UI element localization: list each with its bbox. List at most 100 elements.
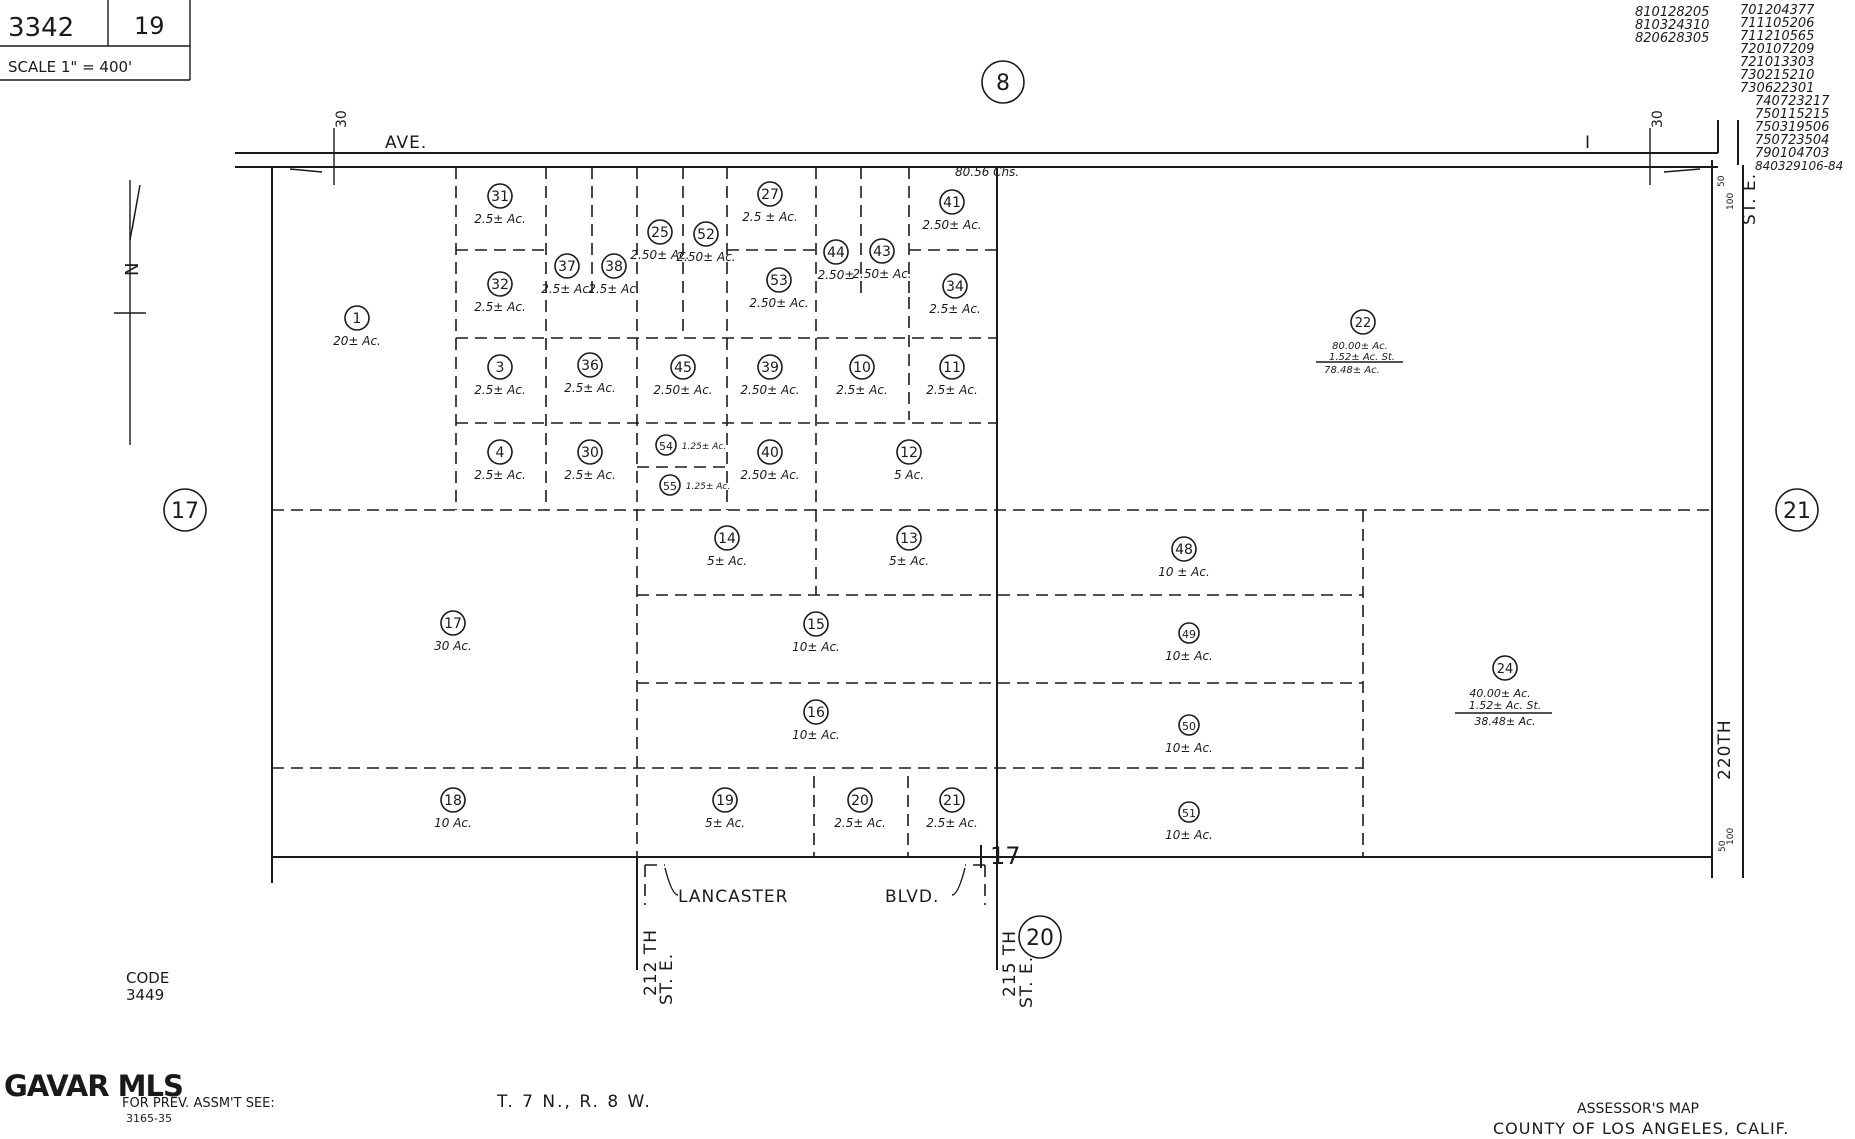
map-header: 3342 19 SCALE 1" = 400' [0,0,191,81]
parcel-53: 532.50± Ac. [749,267,809,310]
parcel-number: 36 [581,358,599,374]
parcel-number: 37 [558,259,576,275]
parcel-number: 44 [827,245,845,261]
parcel-circle [823,239,849,265]
parcel-number: 53 [770,273,788,289]
parcel-circle [647,219,673,245]
parcel-number: 18 [444,793,462,809]
parcel-1: 120± Ac. [333,305,381,348]
street-east-top: ST. E. [1740,173,1760,225]
parcel-19: 195± Ac. [705,787,745,830]
doc-number: 750319506 [1755,120,1829,135]
parcel-number: 48 [1175,542,1193,558]
code-value: 3449 [126,986,164,1004]
parcel-39: 392.50± Ac. [740,354,800,397]
street-labels: AVE. I LANCASTER BLVD. ST. E. 220TH 212 … [385,133,1760,1008]
parcel-32: 322.5± Ac. [474,271,526,314]
parcel-circle [766,267,792,293]
map-book-number: 3342 [8,13,74,43]
doc-number: 740723217 [1755,94,1830,109]
parcel-area: 2.50± Ac. [852,267,911,281]
parcel-area: 80.00± Ac. [1332,341,1388,352]
parcel-circle [849,354,875,380]
parcel-number: 13 [900,531,918,547]
parcel-18: 18 10 Ac. [434,787,472,830]
row-dimension-markers: 30 30 [289,110,1701,185]
parcel-circle [1178,801,1200,823]
parcel-circle [440,610,466,636]
parcel-circle [757,181,783,207]
parcel-area: 10± Ac. [792,640,840,654]
parcel-circle [659,474,681,496]
svg-text:50: 50 [1717,175,1727,187]
parcel-area: 5± Ac. [707,554,747,568]
parcel-14: 145± Ac. [707,525,747,568]
parcel-24: 24 40.00± Ac. 1.52± Ac. St. 38.48± Ac. [1455,655,1552,728]
prev-assessment-ref: 3165-35 [126,1112,172,1125]
parcel-area: 10 Ac. [434,816,472,830]
parcel-area: 2.5± Ac. [926,383,978,397]
parcel-circle [942,273,968,299]
adjacent-page-markers: 8 17 21 20 [163,60,1819,959]
parcel-area: 2.5± Ac. [474,468,526,482]
prev-assessment-label: FOR PREV. ASSM'T SEE: [122,1096,275,1111]
parcel-number: 24 [1497,662,1514,677]
parcel-circle [1178,622,1200,644]
map-scale: SCALE 1" = 400' [8,58,132,76]
parcel-number: 19 [716,793,734,809]
parcel-area: 5 Ac. [894,468,924,482]
parcel-16: 16 10± Ac. [792,699,840,742]
parcel-number: 12 [900,445,918,461]
chains-note: 80.56 Chs. [955,165,1019,179]
parcel-number: 38 [605,259,623,275]
parcel-circle [577,352,603,378]
parcel-number: 4 [496,445,505,461]
parcel-area: 2.50± Ac. [740,468,799,482]
parcel-area: 2.50± Ac. [653,383,712,397]
adjacent-page-east: 21 [1783,499,1811,524]
parcel-number: 16 [807,705,825,721]
doc-number: 730215210 [1740,68,1814,83]
parcel-number: 49 [1182,628,1196,641]
parcel-43: 432.50± Ac. [852,238,912,281]
parcel-34: 342.5± Ac. [929,273,981,316]
parcel-number: 39 [761,360,779,376]
parcel-circle [487,354,513,380]
street-215th: 215 TH [1000,930,1020,997]
parcel-circle [939,787,965,813]
parcel-area: 40.00± Ac. [1469,687,1530,700]
parcel-13: 135± Ac. [889,525,929,568]
parcel-area: 2.5± Ac. [474,212,526,226]
parcel-area: 2.5± Ac. [929,302,981,316]
parcel-circle [440,787,466,813]
parcel-area: 2.5± Ac. [588,282,640,296]
parcel-12: 12 5 Ac. [894,439,924,482]
parcel-number: 31 [491,189,509,205]
parcel-area: 20± Ac. [333,334,381,348]
parcel-31: 31 2.5± Ac. [474,183,526,226]
parcel-number: 45 [674,360,692,376]
parcel-40: 402.50± Ac. [740,439,800,482]
parcel-area: 2.5± Ac. [834,816,886,830]
parcel-area: 2.50± [818,268,855,282]
parcel-10: 102.5± Ac. [836,354,888,397]
parcel-area: 38.48± Ac. [1474,715,1535,728]
parcel-area: 1.52± Ac. St. [1469,699,1542,712]
doc-number: 750723504 [1755,133,1829,148]
watermark-logo: GAVAR MLS [4,1069,183,1103]
parcel-area: 2.50± Ac. [676,250,735,264]
parcel-area: 2.5± Ac. [564,381,616,395]
doc-number: 820628305 [1635,31,1709,46]
parcel-circle [896,439,922,465]
parcel-area: 10± Ac. [792,728,840,742]
parcel-number: 52 [697,227,715,243]
doc-number: 750115215 [1755,107,1829,122]
svg-text:30: 30 [1650,110,1666,128]
svg-text:N: N [122,263,143,276]
parcel-number: 15 [807,617,825,633]
parcel-number: 17 [444,616,462,632]
parcel-15: 15 10± Ac. [792,611,840,654]
parcel-number: 10 [853,360,871,376]
